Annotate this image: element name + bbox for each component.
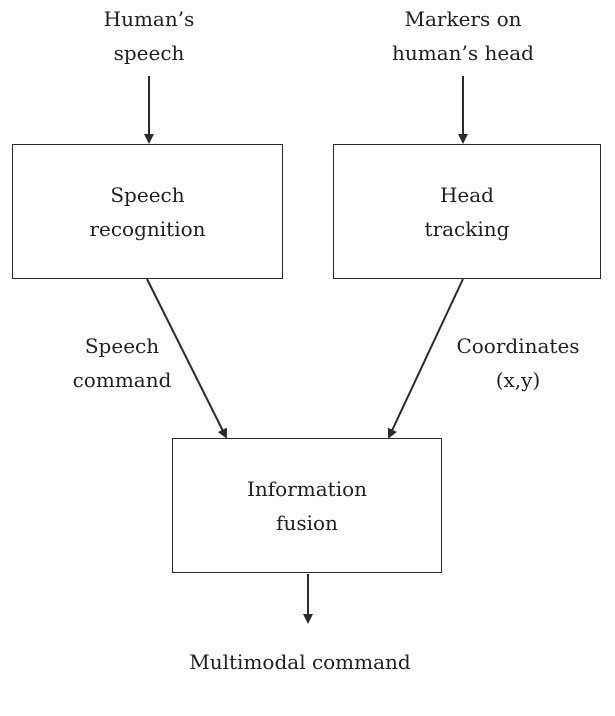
multimodal-command-label: Multimodal command [150, 645, 450, 679]
markers-input-line-1: Markers on [404, 7, 522, 31]
arrow-speech-command [146, 278, 227, 439]
head-tracking-box: Head tracking [333, 144, 601, 279]
head-tracking-line-2: tracking [424, 216, 510, 241]
markers-input-line-2: human’s head [392, 41, 534, 65]
coordinates-line-1: Coordinates [456, 334, 580, 358]
speech-recognition-box: Speech recognition [12, 144, 283, 279]
coordinates-line-2: (x,y) [495, 368, 541, 392]
speech-command-label: Speech command [62, 329, 182, 397]
multimodal-command-text: Multimodal command [189, 650, 411, 674]
speech-input-label: Human’s speech [79, 2, 219, 70]
head-tracking-label: Head tracking [425, 178, 510, 246]
speech-recognition-label: Speech recognition [89, 178, 205, 246]
speech-command-line-1: Speech [84, 334, 160, 358]
information-fusion-box: Information fusion [172, 438, 442, 573]
speech-command-line-2: command [72, 368, 172, 392]
speech-input-line-2: speech [113, 41, 185, 65]
information-fusion-line-2: fusion [276, 510, 338, 535]
speech-input-line-1: Human’s [103, 7, 195, 31]
head-tracking-line-1: Head [439, 182, 494, 207]
information-fusion-line-1: Information [246, 476, 368, 501]
markers-input-label: Markers on human’s head [358, 2, 568, 70]
information-fusion-label: Information fusion [247, 472, 367, 540]
arrow-coordinates [387, 278, 464, 439]
speech-recognition-line-1: Speech [110, 182, 185, 207]
speech-recognition-line-2: recognition [89, 216, 206, 241]
coordinates-label: Coordinates (x,y) [438, 329, 598, 397]
